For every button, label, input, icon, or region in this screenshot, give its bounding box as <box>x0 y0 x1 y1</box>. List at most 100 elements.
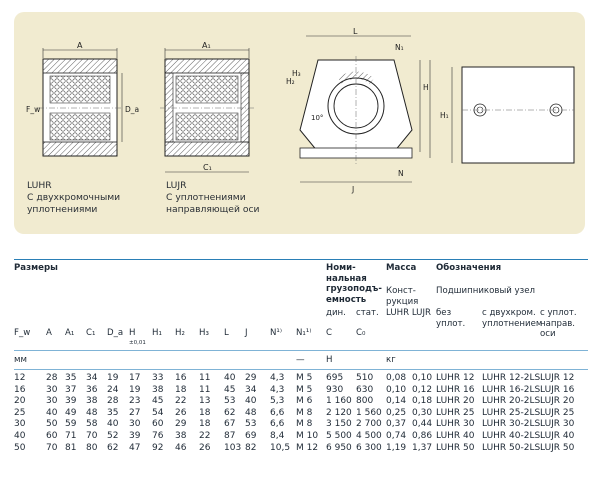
col-l: L <box>224 328 229 338</box>
table-cell: 46 <box>175 442 187 453</box>
col-c: C <box>326 328 333 338</box>
caption-lujr: LUJR С уплотнениями направляющей оси <box>166 180 260 216</box>
col-j: J <box>245 328 248 338</box>
table-cell: 5,3 <box>270 396 285 407</box>
table-cell: 36 <box>86 384 98 395</box>
table-cell: 48 <box>86 407 98 418</box>
table-cell: 0,08 <box>386 373 407 383</box>
header-designations: Обозначения <box>436 263 502 273</box>
table-cell: LUJR 12 <box>540 373 575 383</box>
housing-top-view: H₁ <box>440 66 575 164</box>
header-dyn: дин. <box>326 308 346 318</box>
col-h-tolerance: ±0,01 <box>129 340 146 346</box>
table-cell: 20 <box>14 396 26 407</box>
dim-label-n: N <box>398 169 404 178</box>
table-cell: 69 <box>245 431 257 441</box>
table-cell: 0,74 <box>386 431 407 441</box>
caption-luhr-line2: уплотнениями <box>27 204 98 215</box>
header-shaft-seal-line: с уплот. <box>540 308 577 318</box>
header-no-seal: без уплот. <box>436 308 465 329</box>
table-cell: 22 <box>175 396 187 407</box>
table-cell: 29 <box>245 373 257 383</box>
table-cell: 52 <box>107 431 119 441</box>
table-cell: 38 <box>175 431 187 441</box>
table-cell: 930 <box>326 384 344 395</box>
col-da: D_a <box>107 328 124 338</box>
table-cell: 0,12 <box>412 384 433 395</box>
table-cell: 40 <box>245 396 257 407</box>
table-cell: 11 <box>199 384 211 395</box>
lujr-bearing-section: A₁ C₁ <box>160 41 254 173</box>
table-top-rule <box>14 259 588 260</box>
col-h1: H₁ <box>152 328 162 338</box>
table-cell: 800 <box>356 396 374 407</box>
table-cell: LUHR 40-2LS <box>482 431 541 441</box>
table-cell: M 8 <box>296 419 313 430</box>
table-cell: LUHR 30-2LS <box>482 419 541 430</box>
table-cell: 92 <box>152 442 164 453</box>
table-cell: 4,3 <box>270 384 285 395</box>
table-cell: 87 <box>224 431 236 441</box>
table-cell: 3 150 <box>326 419 352 430</box>
table-cell: 45 <box>224 384 236 395</box>
table-cell: 49 <box>65 407 77 418</box>
table-cell: 35 <box>107 407 119 418</box>
col-c1: C₁ <box>86 328 96 338</box>
table-cell: 0,10 <box>412 373 433 383</box>
table-cell: LUJR 20 <box>540 396 575 407</box>
table-cell: 47 <box>129 442 141 453</box>
caption-lujr-line2: направляющей оси <box>166 204 260 215</box>
table-cell: 0,10 <box>386 384 407 395</box>
header-load-line: грузоподъ- <box>326 284 382 294</box>
table-cell: 6 950 <box>326 442 352 453</box>
col-h2: H₂ <box>175 328 185 338</box>
header-constr-line: Конст- <box>386 286 416 296</box>
dim-label-10deg: 10° <box>311 114 323 122</box>
table-cell: LUJR 16 <box>540 384 575 395</box>
table-cell: 40 <box>107 419 119 430</box>
table-cell: M 5 <box>296 373 313 383</box>
table-header-rule <box>14 350 588 351</box>
table-cell: 60 <box>152 419 164 430</box>
table-cell: 45 <box>152 396 164 407</box>
table-cell: 40 <box>224 373 236 383</box>
table-cell: 27 <box>129 407 141 418</box>
table-cell: M 5 <box>296 384 313 395</box>
table-cell: LUHR 16 <box>436 384 475 395</box>
table-cell: M 8 <box>296 407 313 418</box>
table-cell: 0,25 <box>386 407 407 418</box>
table-cell: LUHR 12-2LS <box>482 373 541 383</box>
table-cell: 1,37 <box>412 442 433 453</box>
header-stat: стат. <box>356 308 379 318</box>
table-cell: 38 <box>86 396 98 407</box>
dim-label-h: H <box>423 83 429 92</box>
table-cell: 35 <box>65 373 77 383</box>
table-cell: 16 <box>14 384 26 395</box>
table-cell: M 10 <box>296 431 319 441</box>
table-cell: 12 <box>14 373 26 383</box>
table-cell: 30 <box>46 384 58 395</box>
table-cell: 40 <box>46 407 58 418</box>
table-cell: M 6 <box>296 396 313 407</box>
table-cell: 30 <box>14 419 26 430</box>
table-cell: LUHR 20 <box>436 396 475 407</box>
dim-label-j: J <box>351 185 354 194</box>
table-cell: 4 500 <box>356 431 382 441</box>
table-cell: 34 <box>86 373 98 383</box>
header-constr-line: рукция <box>386 296 419 307</box>
dim-label-a: A <box>77 41 83 50</box>
header-construction: Конст- рукция <box>386 286 418 307</box>
dim-label-h1: H₁ <box>440 111 449 120</box>
table-cell: 630 <box>356 384 374 395</box>
header-two-lip-line: уплотнением <box>482 318 543 329</box>
table-cell: LUHR 30 <box>436 419 475 430</box>
table-cell: 26 <box>199 442 211 453</box>
table-cell: LUHR 25 <box>436 407 475 418</box>
table-cell: 0,18 <box>412 396 433 407</box>
unit-kg: кг <box>386 355 396 365</box>
